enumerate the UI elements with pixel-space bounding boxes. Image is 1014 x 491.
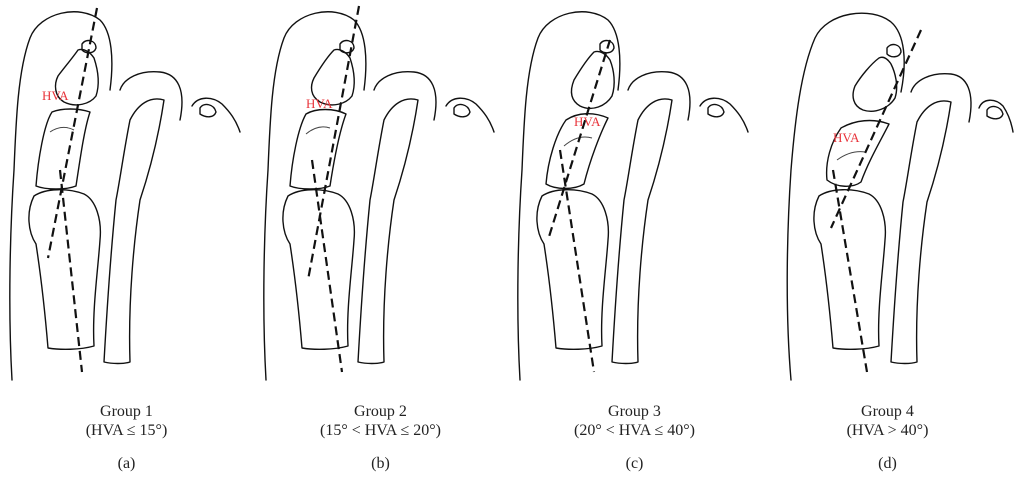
group-condition: (HVA ≤ 15°) <box>0 421 253 440</box>
group-condition: (HVA > 40°) <box>761 421 1014 440</box>
subfigure-letter: (b) <box>254 454 507 473</box>
second-ray <box>891 101 951 364</box>
metatarsal-axis-line <box>560 150 594 372</box>
second-ray <box>104 99 164 364</box>
third-toe-nail <box>987 107 1003 119</box>
metatarsal-head <box>537 190 608 350</box>
metatarsal-axis-line <box>60 170 82 372</box>
foot-diagram-d: HVA <box>761 0 1014 380</box>
group-title: Group 3 <box>508 402 761 421</box>
subfigure-letter: (d) <box>761 454 1014 473</box>
third-toe-nail <box>200 105 216 117</box>
nail-tip <box>340 41 354 53</box>
foot-diagram-a: HVA <box>0 0 253 380</box>
second-toe-outline <box>628 72 690 120</box>
foot-diagram-b: HVA <box>254 0 507 380</box>
group-title: Group 4 <box>761 402 1014 421</box>
distal-phalanx <box>853 57 897 111</box>
panel-b: HVA Group 2 (15° < HVA ≤ 20°) (b) <box>254 0 507 491</box>
metatarsal-axis-line <box>833 170 867 372</box>
angle-arc <box>50 127 74 132</box>
phalanx-axis-line <box>48 8 97 258</box>
angle-arc <box>837 152 865 160</box>
second-ray <box>612 99 672 364</box>
third-toe-nail <box>708 105 724 117</box>
hva-label: HVA <box>833 130 860 145</box>
metatarsal-head <box>283 190 354 350</box>
group-title: Group 1 <box>0 402 253 421</box>
subfigure-letter: (a) <box>0 454 253 473</box>
foot-outline <box>264 12 366 380</box>
angle-arc <box>306 127 330 134</box>
third-toe-outline <box>192 98 240 132</box>
second-toe-outline <box>120 72 182 120</box>
hva-label: HVA <box>306 96 333 111</box>
hva-label: HVA <box>574 114 601 129</box>
metatarsal-axis-line <box>312 160 342 372</box>
foot-outline <box>518 12 620 380</box>
subfigure-letter: (c) <box>508 454 761 473</box>
panel-a: HVA Group 1 (HVA ≤ 15°) (a) <box>0 0 253 491</box>
third-toe-outline <box>979 100 1013 132</box>
phalanx-axis-line <box>548 40 610 240</box>
group-condition: (15° < HVA ≤ 20°) <box>254 421 507 440</box>
foot-diagram-c: HVA <box>508 0 761 380</box>
panel-c: HVA Group 3 (20° < HVA ≤ 40°) (c) <box>508 0 761 491</box>
second-ray <box>358 99 418 364</box>
group-condition: (20° < HVA ≤ 40°) <box>508 421 761 440</box>
phalanx-axis-line <box>308 6 359 280</box>
third-toe-outline <box>700 98 748 132</box>
second-toe-outline <box>374 72 436 120</box>
nail-tip <box>887 45 901 57</box>
hva-label: HVA <box>42 88 69 103</box>
second-toe-outline <box>911 74 971 122</box>
third-toe-nail <box>454 105 470 117</box>
panel-d: HVA Group 4 (HVA > 40°) (d) <box>761 0 1014 491</box>
distal-phalanx <box>572 51 615 108</box>
third-toe-outline <box>446 98 494 132</box>
group-title: Group 2 <box>254 402 507 421</box>
